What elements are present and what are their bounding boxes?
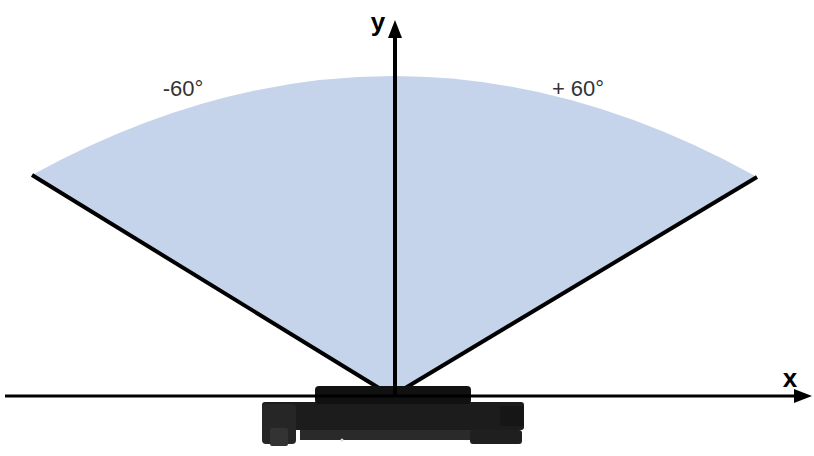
axis-label: x bbox=[783, 365, 797, 391]
y-axis bbox=[393, 36, 397, 396]
x-arrowhead bbox=[794, 389, 812, 403]
axis-label: y bbox=[371, 9, 385, 35]
angle-label: -60° bbox=[163, 78, 204, 100]
right-boundary bbox=[392, 177, 757, 396]
left-boundary bbox=[32, 175, 392, 396]
x-axis bbox=[5, 395, 798, 398]
y-arrowhead bbox=[388, 20, 402, 38]
angle-label: + 60° bbox=[552, 78, 604, 100]
